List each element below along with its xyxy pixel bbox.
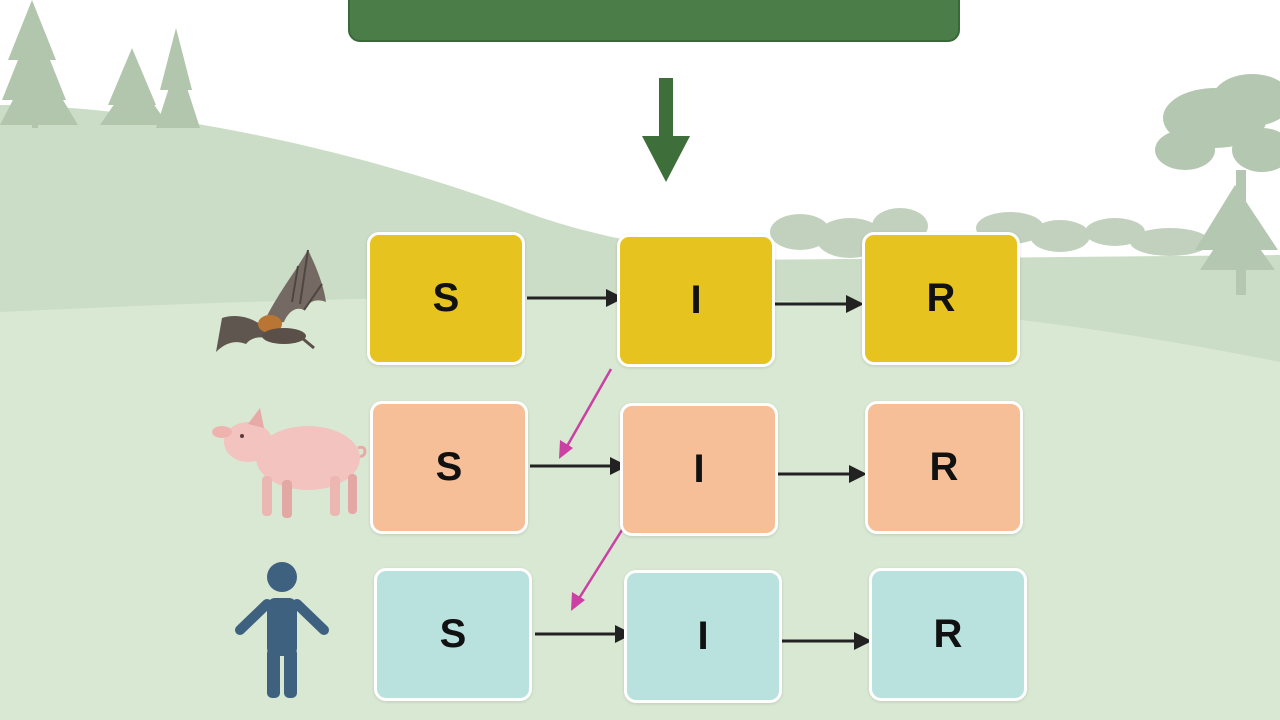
pig-recovered-box: R xyxy=(865,401,1023,534)
node-label: I xyxy=(697,614,709,658)
arrowhead-icon xyxy=(849,465,867,483)
human-recovered-box: R xyxy=(869,568,1027,701)
spillover-arrows xyxy=(559,368,624,611)
node-label: R xyxy=(926,276,956,320)
node-label: S xyxy=(435,445,463,489)
human-infected-box: I xyxy=(624,570,782,703)
node-label: I xyxy=(693,447,705,491)
arrowhead-icon xyxy=(610,457,628,475)
pig-row-arrows xyxy=(530,457,867,483)
bat-recovered-box: R xyxy=(862,232,1020,365)
down-arrow-icon xyxy=(642,78,690,182)
bat-infected-box: I xyxy=(617,234,775,367)
pig-icon xyxy=(212,408,367,518)
node-label: I xyxy=(690,278,702,322)
node-label: S xyxy=(439,612,467,656)
arrowhead-icon xyxy=(606,289,624,307)
node-label: S xyxy=(432,276,460,320)
bat-row-arrows xyxy=(527,289,864,313)
human-susceptible-box: S xyxy=(374,568,532,701)
node-label: R xyxy=(933,612,963,656)
bat-icon xyxy=(216,249,326,352)
arrowhead-icon xyxy=(559,440,573,459)
bat-susceptible-box: S xyxy=(367,232,525,365)
human-icon xyxy=(235,562,329,698)
pig-infected-box: I xyxy=(620,403,778,536)
arrowhead-icon xyxy=(846,295,864,313)
arrowhead-icon xyxy=(854,632,872,650)
node-label: R xyxy=(929,445,959,489)
arrowhead-icon xyxy=(571,592,585,611)
pig-susceptible-box: S xyxy=(370,401,528,534)
drivers-banner xyxy=(348,0,960,42)
